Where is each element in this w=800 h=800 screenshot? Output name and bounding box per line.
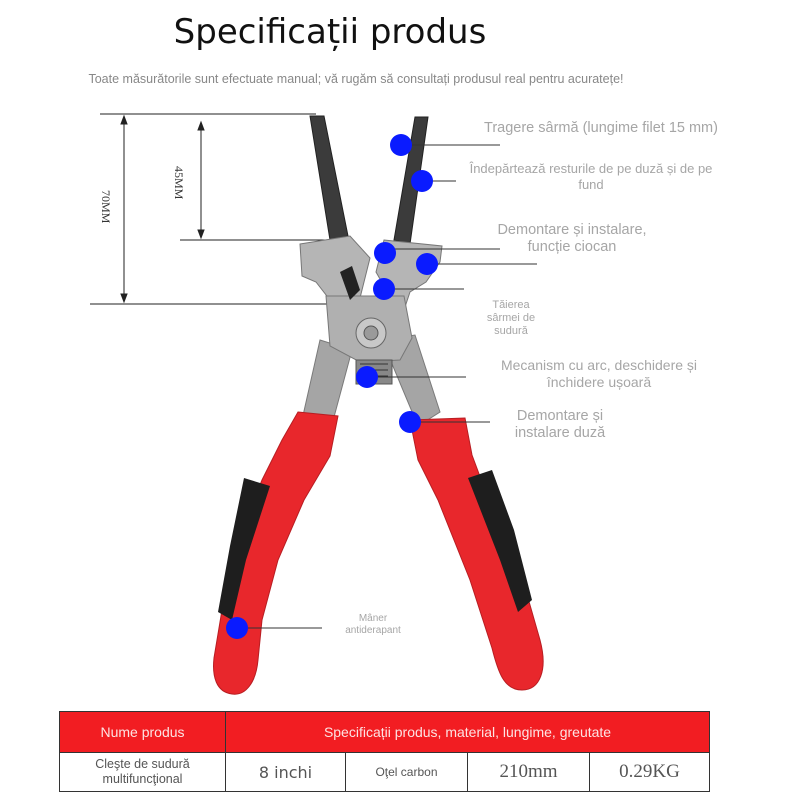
marker-dot (411, 170, 433, 192)
feature-markers (226, 134, 438, 639)
page-title: Specificații produs (173, 12, 487, 52)
cell-product-name: Cleşte de sudură multifuncţional (59, 752, 226, 792)
left-handle (213, 339, 353, 695)
label-nozzle-install: Demontare și instalare duză (514, 408, 606, 442)
marker-dot (373, 278, 395, 300)
marker-dot (226, 617, 248, 639)
label-wire-cutting: Tăierea sârmei de sudură (486, 299, 536, 338)
label-wire-pull: Tragere sârmă (lungime filet 15 mm) (484, 120, 718, 136)
marker-dot (390, 134, 412, 156)
marker-dot (374, 242, 396, 264)
dimension-lines (90, 113, 360, 305)
dimension-45mm: 45MM (172, 166, 186, 200)
label-nonslip-handle: Mâner antiderapant (345, 613, 401, 636)
cell-material: Oţel carbon (345, 752, 468, 792)
leader-lines (237, 144, 537, 629)
label-clean-nozzle: Îndepărtează resturile de pe duză și de … (469, 161, 713, 192)
page-subtitle: Toate măsurătorile sunt efectuate manual… (88, 72, 624, 86)
marker-dot (356, 366, 378, 388)
spec-table-header: Nume produs Specificații produs, materia… (59, 711, 711, 753)
header-product-name: Nume produs (59, 711, 226, 753)
cell-length-inch: 8 inchi (225, 752, 346, 792)
cell-weight: 0.29KG (588, 752, 711, 792)
label-spring-mechanism: Mecanism cu arc, deschidere și închidere… (500, 357, 698, 390)
table-row: Cleşte de sudură multifuncţional 8 inchi… (59, 752, 711, 792)
header-specifications: Specificații produs, material, lungime, … (224, 711, 711, 753)
cell-length-mm: 210mm (467, 752, 590, 792)
pliers-jaws (299, 115, 443, 385)
label-hammer-function: Demontare și instalare, funcție ciocan (497, 222, 647, 256)
marker-dot (416, 253, 438, 275)
dimension-70mm: 70MM (99, 190, 113, 224)
marker-dot (399, 411, 421, 433)
spec-table: Nume produs Specificații produs, materia… (59, 711, 711, 792)
